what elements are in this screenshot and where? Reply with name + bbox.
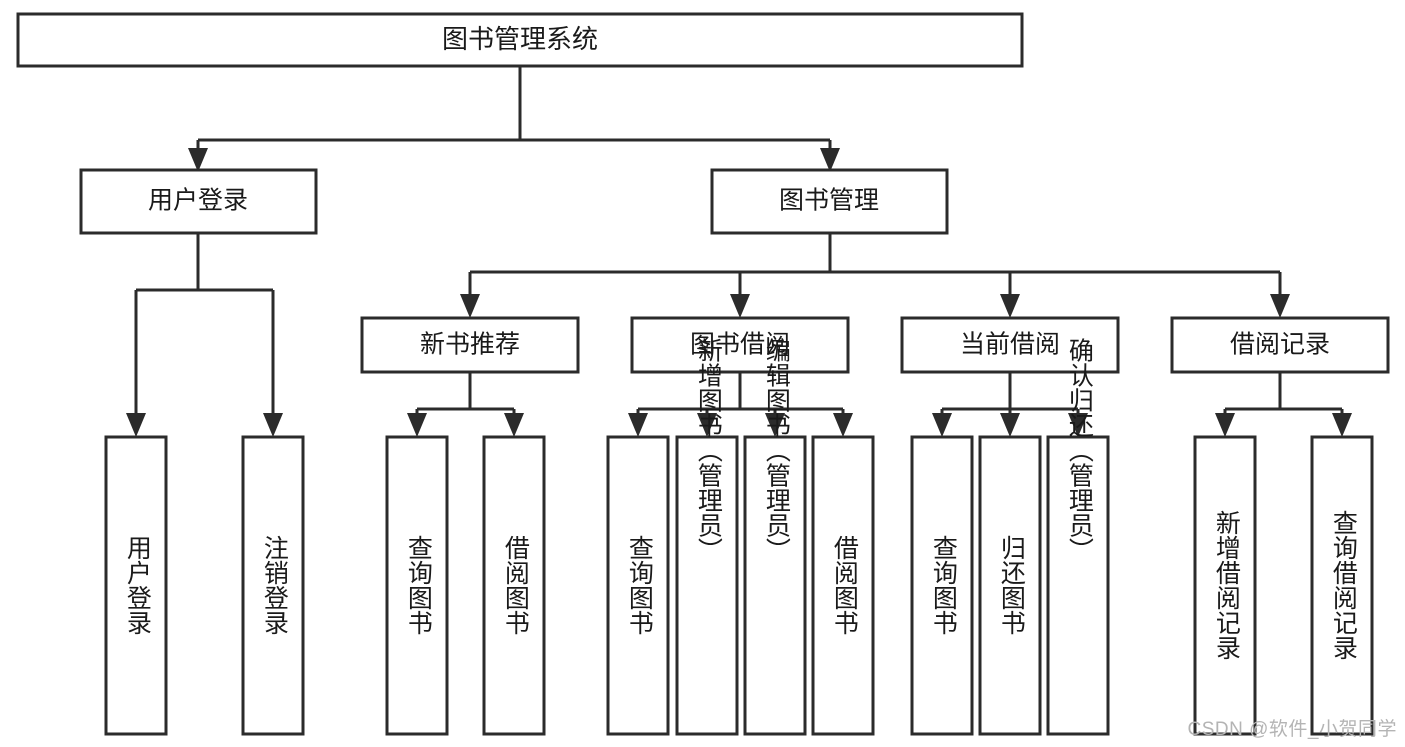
- node-leaf-logout[interactable]: 注销登录: [241, 435, 305, 736]
- node-leaf-edit-book-admin-box[interactable]: [743, 435, 807, 736]
- node-root-label: 图书管理系统: [442, 24, 598, 54]
- arrowhead-to-borrow-record: [1270, 294, 1290, 318]
- node-leaf-query-book-borrow-label: 查询图书: [625, 535, 654, 635]
- arrowhead-to-user-login: [188, 148, 208, 172]
- node-leaf-borrow-book[interactable]: 借阅图书: [811, 435, 875, 736]
- node-leaf-add-borrow-record[interactable]: 新增借阅记录: [1193, 435, 1257, 736]
- node-new-book-rec-label: 新书推荐: [420, 331, 520, 359]
- node-leaf-logout-box[interactable]: [241, 435, 305, 736]
- node-root[interactable]: 图书管理系统: [16, 12, 1024, 68]
- node-user-login[interactable]: 用户登录: [79, 168, 318, 235]
- node-leaf-user-login-box[interactable]: [104, 435, 168, 736]
- node-new-book-rec[interactable]: 新书推荐: [360, 316, 580, 374]
- node-book-borrow-box[interactable]: [630, 316, 850, 374]
- node-leaf-borrow-book-rec[interactable]: 借阅图书: [482, 435, 546, 736]
- node-leaf-borrow-book-rec-box[interactable]: [482, 435, 546, 736]
- node-leaf-query-book-rec-box[interactable]: [385, 435, 449, 736]
- node-current-borrow[interactable]: 当前借阅: [900, 316, 1120, 374]
- arrowhead-to-leaf-edit-book-admin: [765, 413, 785, 437]
- connectors-group: [126, 66, 1352, 437]
- node-leaf-add-book-admin[interactable]: 新增图书（管理员）: [675, 338, 739, 736]
- node-book-manage[interactable]: 图书管理: [710, 168, 949, 235]
- node-leaf-query-book-borrow[interactable]: 查询图书: [606, 435, 670, 736]
- node-borrow-record[interactable]: 借阅记录: [1170, 316, 1390, 374]
- node-book-borrow-label: 图书借阅: [690, 331, 790, 359]
- node-leaf-user-login-label: 用户登录: [123, 535, 152, 635]
- connector-borrow-record-bus: [1223, 372, 1344, 425]
- node-leaf-return-book-box[interactable]: [978, 435, 1042, 736]
- node-leaf-confirm-return-admin-box[interactable]: [1046, 435, 1110, 736]
- node-borrow-record-box[interactable]: [1170, 316, 1390, 374]
- connector-user-login-bus: [134, 233, 275, 425]
- node-leaf-add-book-admin-label: 新增图书（管理员）: [694, 338, 723, 563]
- arrowhead-to-book-borrow: [730, 294, 750, 318]
- connector-book-manage-bus: [468, 233, 1282, 306]
- node-leaf-query-book-current[interactable]: 查询图书: [910, 435, 974, 736]
- node-user-login-box[interactable]: [79, 168, 318, 235]
- arrowhead-to-leaf-query-borrow-record: [1332, 413, 1352, 437]
- arrowhead-to-leaf-query-book-rec: [407, 413, 427, 437]
- node-borrow-record-label: 借阅记录: [1230, 331, 1330, 359]
- node-book-borrow[interactable]: 图书借阅: [630, 316, 850, 374]
- node-book-manage-box[interactable]: [710, 168, 949, 235]
- node-leaf-query-book-current-label: 查询图书: [929, 535, 958, 635]
- node-leaf-query-borrow-record[interactable]: 查询借阅记录: [1310, 435, 1374, 736]
- node-leaf-add-borrow-record-box[interactable]: [1193, 435, 1257, 736]
- arrowhead-to-leaf-confirm-return-admin: [1068, 413, 1088, 437]
- node-leaf-borrow-book-box[interactable]: [811, 435, 875, 736]
- arrowhead-to-leaf-return-book: [1000, 413, 1020, 437]
- node-book-manage-label: 图书管理: [779, 187, 879, 215]
- node-current-borrow-box[interactable]: [900, 316, 1120, 374]
- node-leaf-query-borrow-record-box[interactable]: [1310, 435, 1374, 736]
- leaf-nodes-group: 用户登录 注销登录 查询图书 借阅图书 查询图书 新增图书（管理员）: [104, 338, 1374, 736]
- node-leaf-query-book-rec-label: 查询图书: [404, 535, 433, 635]
- node-leaf-return-book-label: 归还图书: [997, 535, 1026, 635]
- node-leaf-query-borrow-record-label: 查询借阅记录: [1329, 510, 1358, 660]
- arrowhead-to-leaf-query-book-borrow: [628, 413, 648, 437]
- node-new-book-rec-box[interactable]: [360, 316, 580, 374]
- arrowhead-to-new-book-rec: [460, 294, 480, 318]
- node-leaf-query-book-rec[interactable]: 查询图书: [385, 435, 449, 736]
- node-leaf-borrow-book-rec-label: 借阅图书: [501, 535, 530, 635]
- node-user-login-label: 用户登录: [148, 187, 248, 215]
- node-leaf-logout-label: 注销登录: [260, 535, 289, 635]
- node-leaf-edit-book-admin[interactable]: 编辑图书（管理员）: [743, 338, 807, 736]
- arrowhead-to-leaf-borrow-book: [833, 413, 853, 437]
- arrowhead-to-leaf-add-book-admin: [697, 413, 717, 437]
- node-leaf-edit-book-admin-label: 编辑图书（管理员）: [762, 338, 791, 563]
- node-leaf-confirm-return-admin[interactable]: 确认归还（管理员）: [1046, 338, 1110, 736]
- arrowhead-to-leaf-borrow-book-rec: [504, 413, 524, 437]
- node-leaf-user-login[interactable]: 用户登录: [104, 435, 168, 736]
- arrowhead-to-current-borrow: [1000, 294, 1020, 318]
- arrowhead-to-leaf-query-book-current: [932, 413, 952, 437]
- node-leaf-add-borrow-record-label: 新增借阅记录: [1212, 510, 1241, 660]
- connector-root-bus: [196, 66, 832, 158]
- arrowhead-to-leaf-add-borrow-record: [1215, 413, 1235, 437]
- node-leaf-confirm-return-admin-label: 确认归还（管理员）: [1065, 338, 1094, 563]
- connector-new-book-rec-bus: [415, 372, 516, 425]
- arrowhead-to-leaf-user-login: [126, 413, 146, 437]
- node-current-borrow-label: 当前借阅: [960, 331, 1060, 359]
- node-leaf-borrow-book-label: 借阅图书: [830, 535, 859, 635]
- arrowhead-to-leaf-logout: [263, 413, 283, 437]
- connector-book-borrow-bus: [636, 372, 845, 425]
- node-root-box[interactable]: [16, 12, 1024, 68]
- node-leaf-return-book[interactable]: 归还图书: [978, 435, 1042, 736]
- node-leaf-query-book-current-box[interactable]: [910, 435, 974, 736]
- arrowhead-to-book-manage: [820, 148, 840, 172]
- node-leaf-query-book-borrow-box[interactable]: [606, 435, 670, 736]
- node-leaf-add-book-admin-box[interactable]: [675, 435, 739, 736]
